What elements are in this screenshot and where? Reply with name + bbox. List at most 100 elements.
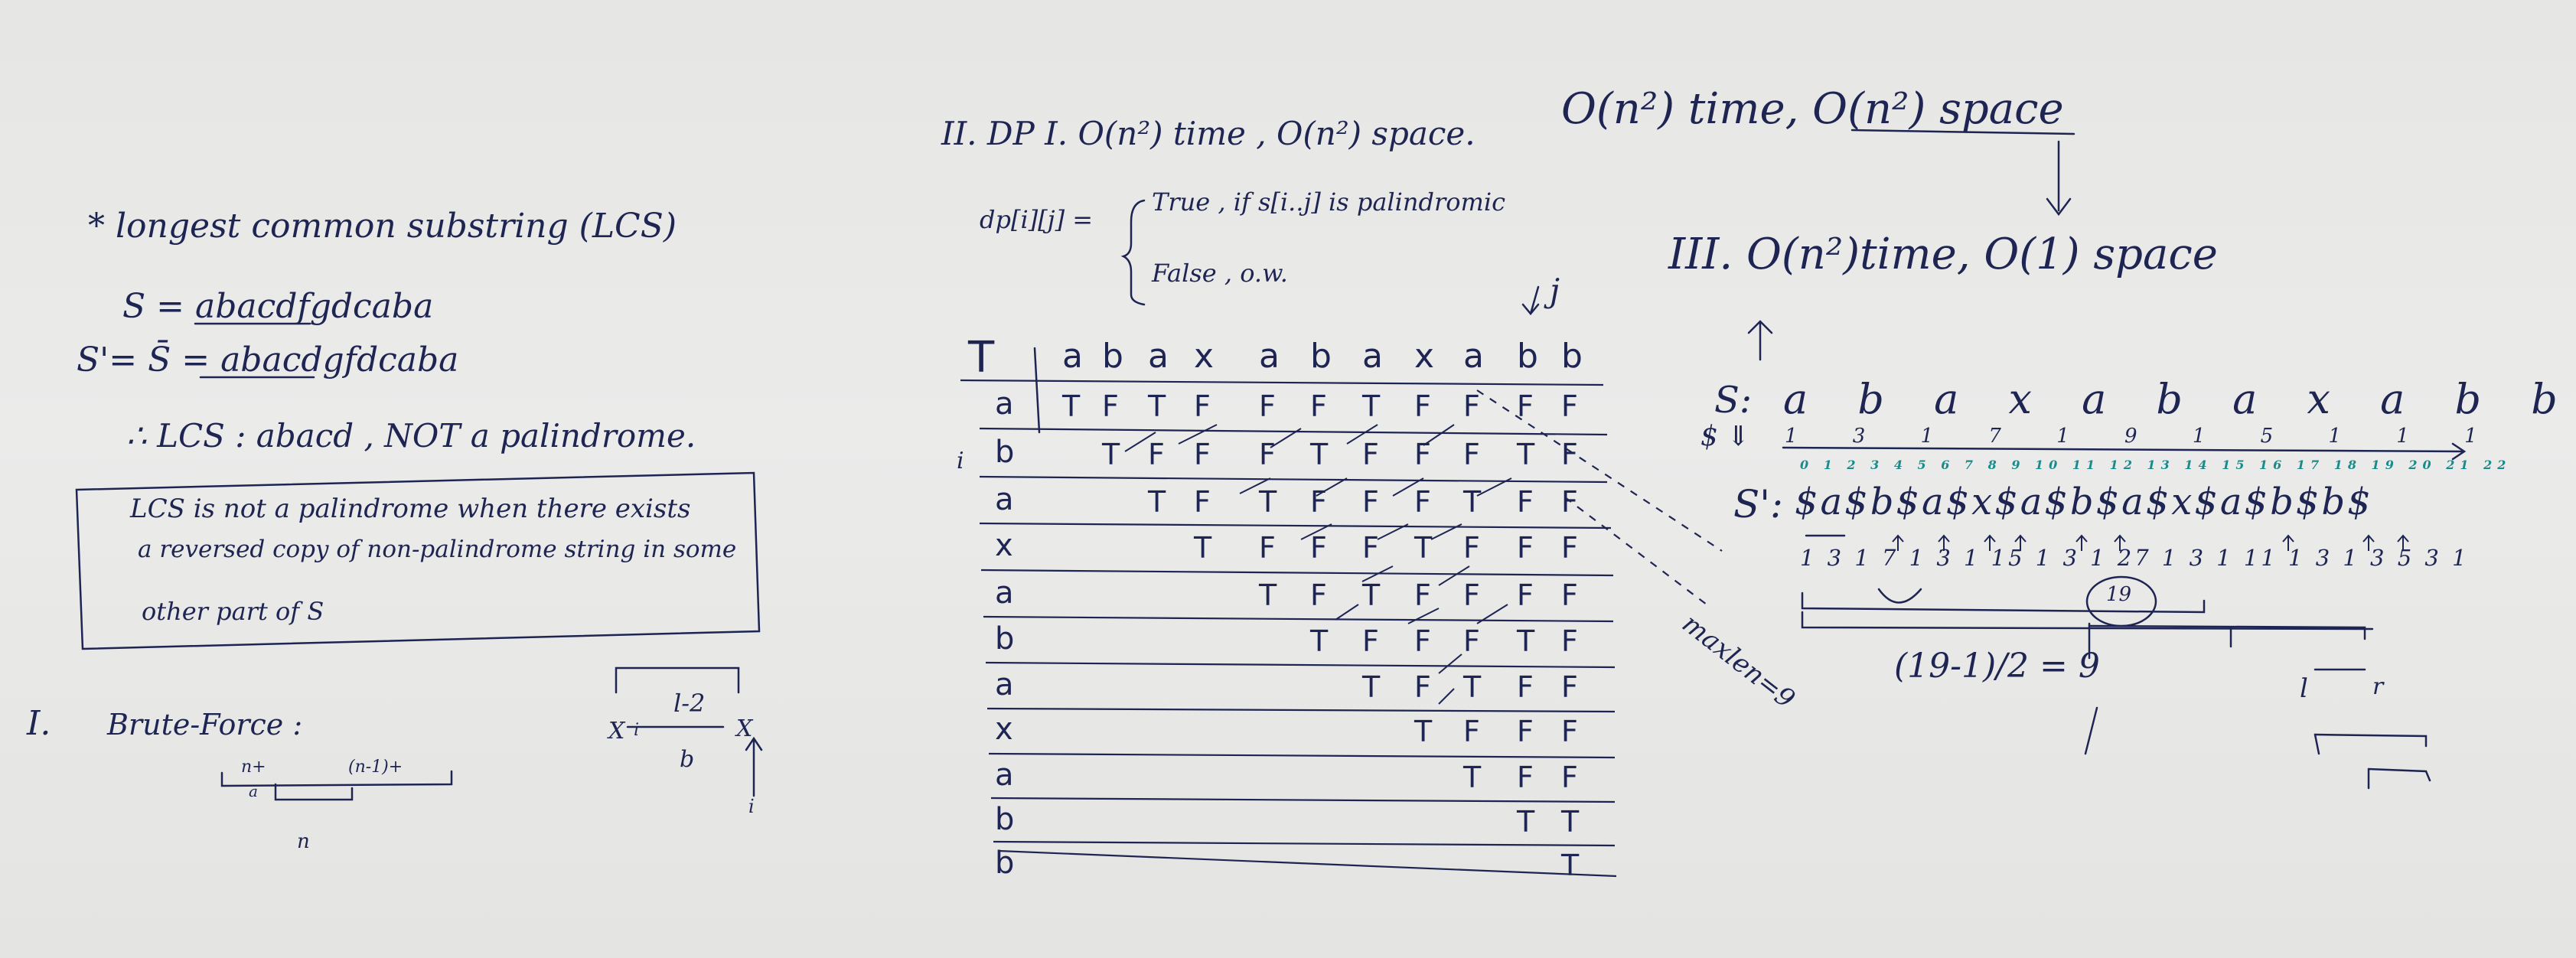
dp-row-label: x [995,528,1013,563]
dp-cell: F [1310,389,1327,423]
dp-cell: T [1310,624,1329,658]
dollar-label: $ ⇓ [1700,421,1750,452]
dp-row-label: x [995,712,1013,747]
section-three-title: III. O(n²)time, O(1) space [1668,230,2218,279]
sprime-chars-right: $a$b$a$x$a$b$a$x$a$b$b$ [1795,481,2373,523]
dp-header-cell: b [1517,337,1538,376]
dp-cell: T [1561,805,1580,839]
dp-cell: F [1102,389,1119,423]
dp-row-label: b [995,621,1015,657]
note-line-1: LCS is not a palindrome when there exist… [130,494,691,524]
board-drawings [75,129,2467,878]
down-arrow [2046,140,2072,217]
dp-cell: F [1310,531,1327,565]
dp-header-cell: b [1310,337,1332,376]
l-pointer-label: l [2300,673,2308,704]
dp-header-cell: x [1414,337,1435,376]
s-label-right: S: [1714,379,1753,422]
dp-cell: F [1194,485,1211,519]
dp-cell: F [1362,531,1379,565]
dp-cell: F [1517,670,1534,704]
dp-cell: F [1414,438,1431,471]
dp-cell: F [1517,578,1534,612]
index-arrow [1782,442,2467,461]
bf-bracket [220,770,453,787]
sprime-label-right: S': [1733,482,1783,526]
dp-cell: T [1561,849,1580,882]
dp-case-false: False , o.w. [1152,259,1288,288]
lcs-conclusion: ∴ LCS : abacd , NOT a palindrome. [126,417,696,455]
dp-row-label: a [995,386,1014,422]
dp-header-cell: a [1062,337,1083,376]
p-values-row: 1 3 1 7 1 3 1 15 1 3 1 27 1 3 1 11 1 3 1… [1800,545,2470,571]
dp-cell: T [1362,389,1381,423]
dp-row-label: b [995,846,1015,881]
diag-i: i [634,721,640,740]
dp-row-label: b [995,435,1015,470]
bf-a: a [249,782,258,800]
index-row: 0 1 2 3 4 5 6 7 8 9 10 11 12 13 14 15 16… [1800,458,2512,472]
dp-cell: F [1561,715,1578,748]
dp-cell: T [1194,531,1212,565]
diag-x-left: X [608,718,625,745]
dp-cell: F [1414,578,1431,612]
dp-cell: F [1561,485,1578,519]
dp-cell: T [1463,761,1482,794]
dp-cell: F [1561,761,1578,794]
dp-cell: F [1414,485,1431,519]
dp-cell: F [1561,670,1578,704]
dp-cell: F [1362,624,1379,658]
dp-cell: F [1463,531,1480,565]
dp-row-label: a [995,667,1014,702]
dp-cell: F [1463,578,1480,612]
dp-cell: F [1517,389,1534,423]
dp-cell: F [1517,761,1534,794]
dp-cell: T [1362,670,1381,704]
diag-bracket [615,666,740,694]
dp-header-cell: a [1148,337,1169,376]
dp-cell: T [1310,438,1329,471]
space-underline [1850,129,2075,135]
dp-header-cell: a [1463,337,1484,376]
dp-cell: F [1561,531,1578,565]
table-corner: T [968,333,995,383]
section-two-title: II. DP I. O(n²) time , O(n²) space. [941,115,1475,152]
dp-case-true: True , if s[i..j] is palindromic [1152,187,1506,217]
dp-row-label: b [995,802,1015,837]
complexity-top: O(n²) time, O(n²) space [1561,84,2064,134]
note-line-2: a reversed copy of non-palindrome string… [138,536,737,563]
bf-subbracket [274,783,354,801]
s-string: S = abacdfgdcaba [122,287,434,326]
dp-cell: T [1463,670,1482,704]
dp-header-cell: x [1194,337,1215,376]
dp-header-cell: b [1102,337,1123,376]
dp-cell: F [1310,485,1327,519]
dp-cell: F [1517,531,1534,565]
dp-cell: F [1561,438,1578,471]
dp-cell: T [1148,485,1166,519]
j-arrow [1521,285,1540,315]
diag-i-bottom: i [748,796,755,817]
table-vertical [1033,347,1041,434]
i-label: i [957,448,964,474]
dp-row-label: a [995,482,1014,517]
dp-cell: F [1414,670,1431,704]
up-arrow [1747,320,1773,361]
circled-value: 19 [2106,583,2132,606]
dp-cell: T [1463,485,1482,519]
dp-cell: F [1463,389,1480,423]
bf-n-minus-1: (n-1)+ [348,758,403,777]
dp-cell: T [1414,715,1433,748]
dp-cell: F [1148,438,1165,471]
dp-cell: F [1561,578,1578,612]
diag-l-minus-2: l-2 [673,689,706,718]
dp-cell: T [1517,438,1535,471]
note-box [75,471,761,650]
diag-b: b [680,746,695,773]
note-line-3: other part of S [142,597,324,626]
dp-cell: F [1310,578,1327,612]
dp-row-label: a [995,758,1014,793]
dp-definition: dp[i][j] = [980,205,1094,234]
dp-row-label: a [995,575,1014,611]
dp-cell: F [1517,715,1534,748]
